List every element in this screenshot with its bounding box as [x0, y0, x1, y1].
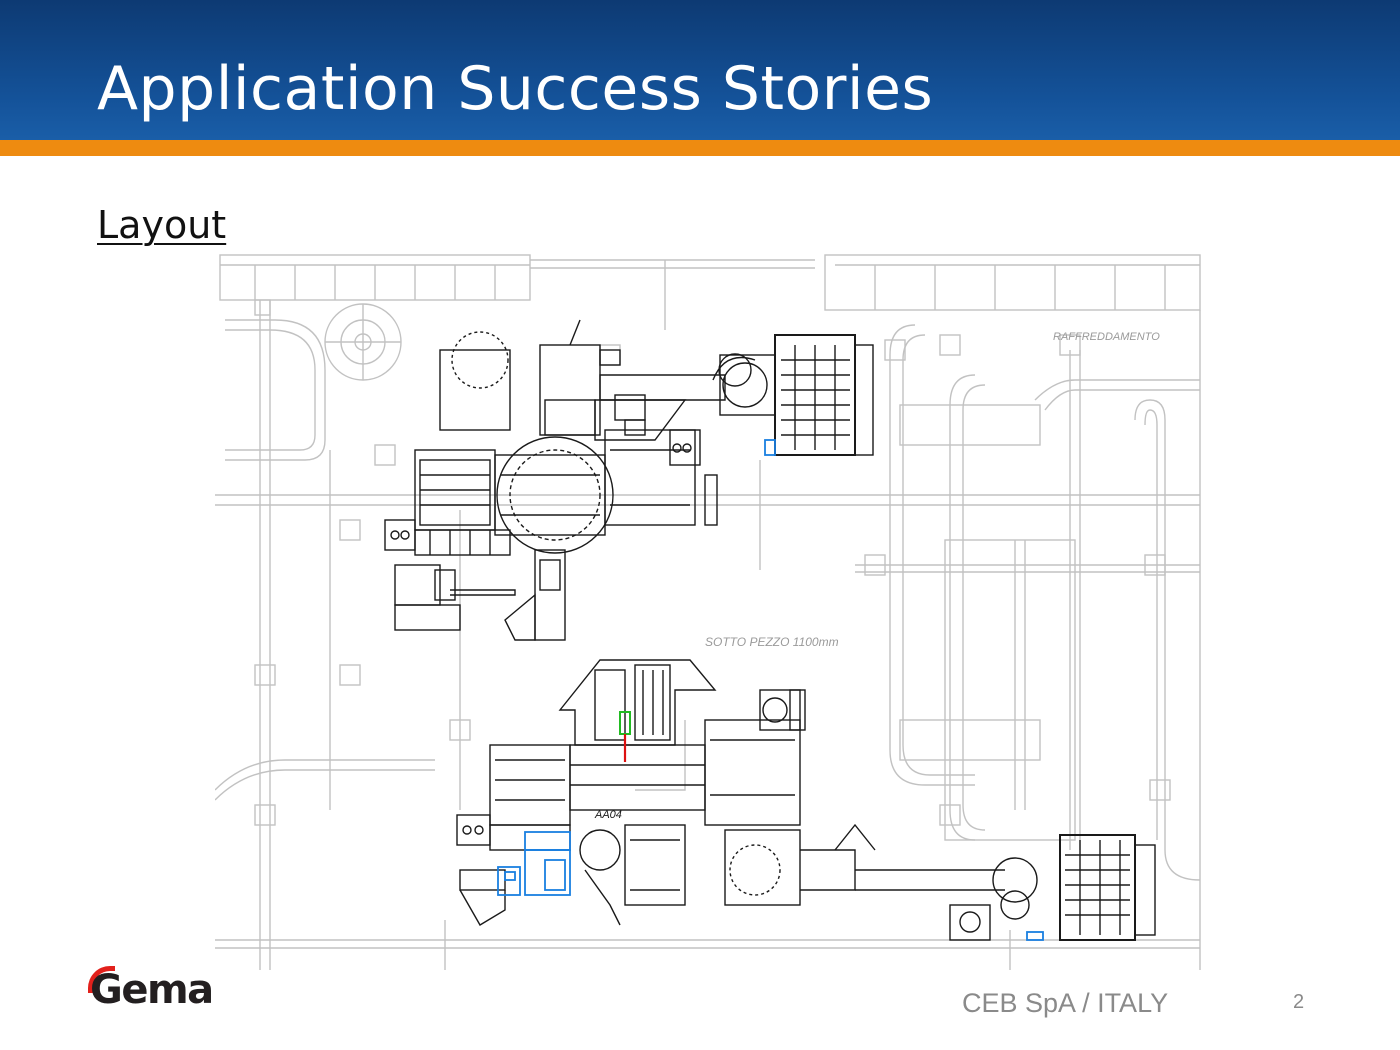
highlighted-powder-center [497, 439, 1044, 941]
page-number: 2 [1293, 991, 1305, 1013]
lower-booth-outlines [456, 659, 1156, 941]
logo-text: Gema [90, 967, 214, 1013]
title-bar: Application Success Stories [0, 0, 1400, 140]
label-station: AA04 [594, 809, 622, 821]
background-conveyor-lines [215, 254, 1201, 970]
section-heading: Layout [97, 203, 227, 247]
upper-booth-outlines [384, 319, 874, 641]
gema-logo: Gema [88, 966, 220, 1016]
logo-swoosh-icon [88, 966, 115, 993]
label-raffreddamento: RAFFREDDAMENTO [1053, 331, 1160, 343]
plant-layout-drawing: RAFFREDDAMENTO SOTTO PEZZO 1100mm AA04 [215, 250, 1205, 970]
slide-title: Application Success Stories [97, 54, 934, 124]
label-sotto-pezzo: SOTTO PEZZO 1100mm [705, 635, 839, 649]
footer-company: CEB SpA / ITALY [962, 988, 1169, 1018]
accent-stripe [0, 140, 1400, 156]
